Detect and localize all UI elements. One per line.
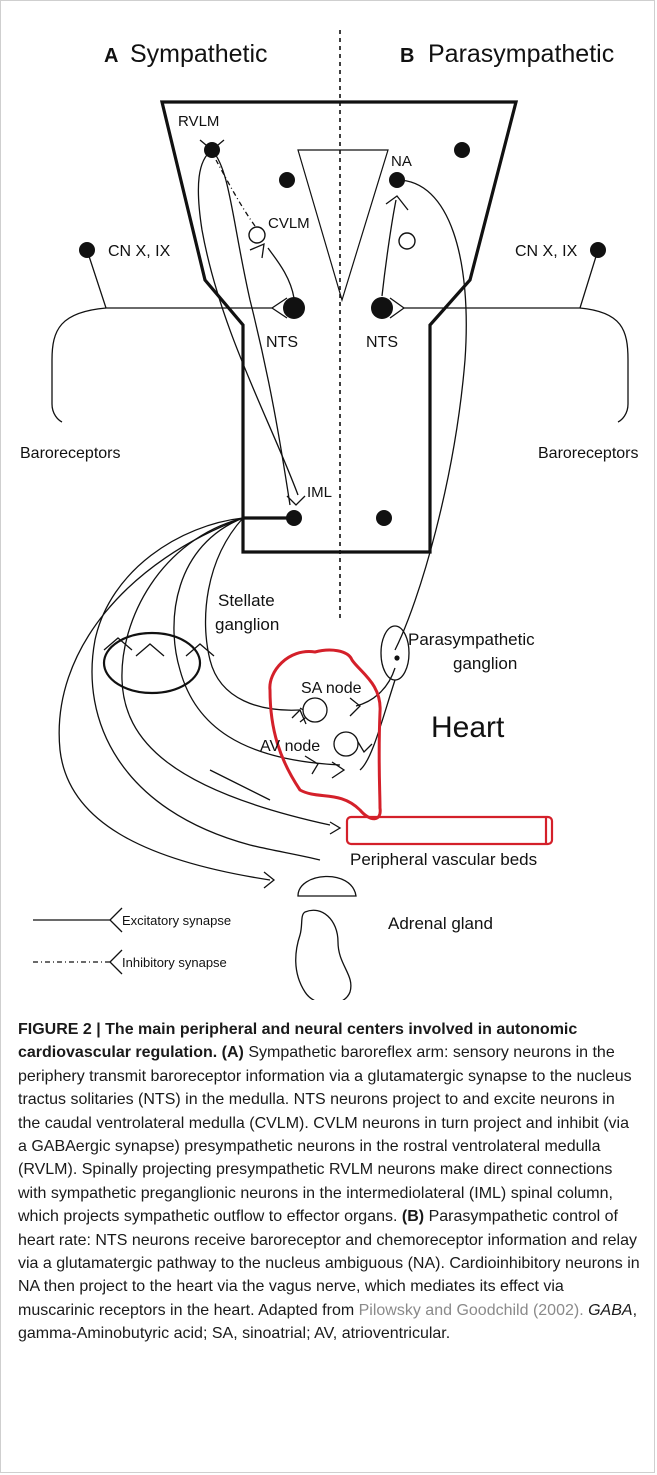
label-cvlm: CVLM [268,215,310,232]
neuron-dot [376,510,392,526]
panel-b-title: Parasympathetic [428,40,614,68]
av-node [334,732,358,756]
sa-node [303,698,327,722]
label-baroreceptors-left: Baroreceptors [20,445,121,462]
label-stellate-2: ganglion [215,615,279,634]
autonomic-diagram: A Sympathetic B Parasympathetic [0,0,657,1000]
label-sa-node: SA node [301,680,362,697]
label-parasympathetic-ganglion-2: ganglion [453,654,517,673]
label-av-node: AV node [260,738,320,755]
fourth-ventricle [298,150,388,300]
label-nts-right: NTS [366,334,398,351]
stellate-ganglion [104,633,200,693]
legend-inhibitory-label: Inhibitory synapse [122,955,227,970]
heart-outline [270,650,380,819]
panel-a-letter: A [104,45,118,67]
label-adrenal-gland: Adrenal gland [388,914,493,933]
panel-b-letter: B [400,45,414,67]
label-stellate-1: Stellate [218,591,275,610]
nts-neuron-right [371,297,393,319]
legend-inhibitory-synapse [110,950,122,974]
ganglion-dot [394,655,399,660]
vascular-bed [347,817,552,844]
label-vascular-beds: Peripheral vascular beds [350,850,537,869]
adrenal-body [296,910,351,1000]
label-cn-left: CN X, IX [108,243,171,260]
brainstem-spinal-outline [162,102,516,552]
caption-gaba-abbr: GABA [588,1302,632,1319]
nts-neuron-left [283,297,305,319]
label-parasympathetic-ganglion-1: Parasympathetic [408,630,535,649]
panel-a-title: Sympathetic [130,40,268,68]
legend: Excitatory synapse Inhibitory synapse [33,908,231,974]
vagal-synapse [350,698,360,716]
caption-reference-link[interactable]: Pilowsky and Goodchild (2002). [359,1302,584,1319]
neuron-open [399,233,415,249]
caption-a-label: (A) [222,1044,244,1061]
sympathetic-fibers [59,518,344,888]
label-na: NA [391,153,412,170]
label-rvlm: RVLM [178,113,219,130]
cvlm-neuron [249,227,265,243]
av-synapse [358,742,372,752]
neuron-dot [279,172,295,188]
label-nts-left: NTS [266,334,298,351]
adrenal-cap [298,876,356,896]
inhibitory-projection [216,160,255,226]
caption-a-text: Sympathetic baroreflex arm: sensory neur… [18,1044,632,1225]
neuron-dot [454,142,470,158]
label-heart: Heart [431,711,505,744]
parasympathetic-ganglion [381,626,409,680]
legend-excitatory-synapse [110,908,122,932]
label-iml: IML [307,484,332,501]
label-baroreceptors-right: Baroreceptors [538,445,639,462]
caption-b-label: (B) [402,1208,424,1225]
legend-excitatory-label: Excitatory synapse [122,913,231,928]
label-cn-right: CN X, IX [515,243,578,260]
figure-caption: FIGURE 2 | The main peripheral and neura… [18,1018,640,1346]
